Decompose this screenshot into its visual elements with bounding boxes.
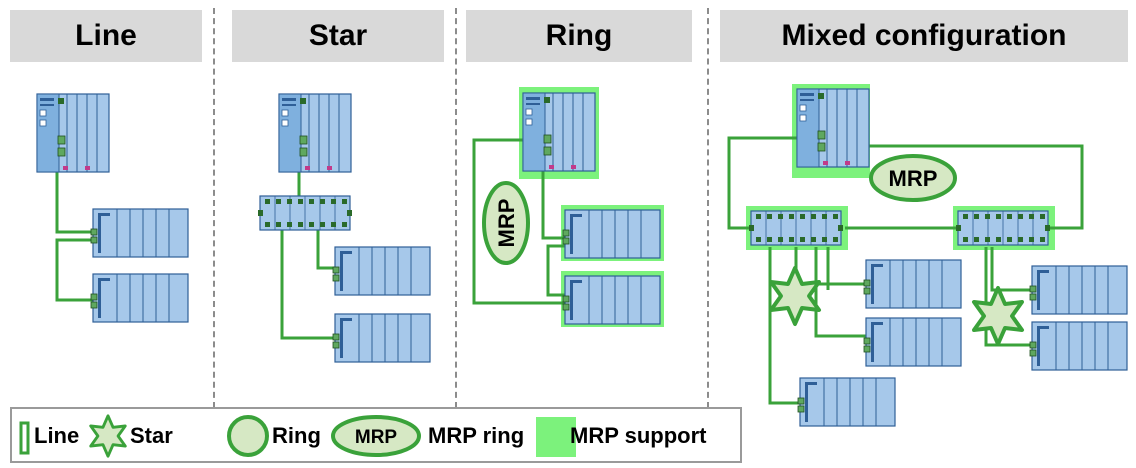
legend-symbols: MRP	[19, 414, 576, 458]
ring-topology: MRP	[472, 87, 664, 327]
ring-cable-3	[546, 244, 565, 297]
line-topology	[36, 93, 189, 323]
ring-controller	[522, 92, 596, 172]
mixed-star-cable-5	[990, 247, 1032, 292]
legend-mrp-badge-text: MRP	[355, 427, 398, 448]
header-mixed: Mixed configuration	[720, 10, 1128, 62]
mixed-mrp-badge-label: MRP	[889, 166, 938, 191]
star-controller	[278, 93, 352, 173]
mixed-io-device-1	[863, 259, 962, 309]
mixed-io-device-4	[1029, 265, 1128, 315]
mixed-star-cable-2	[794, 247, 866, 286]
mixed-io-device-3	[797, 377, 896, 427]
mixed-star-cable-3	[814, 247, 866, 338]
mixed-star-symbol-2	[972, 286, 1024, 346]
legend-ring-symbol	[227, 415, 269, 457]
separator-2	[455, 8, 457, 408]
legend-box: MRP Line Star Ring MRP ring MRP support	[10, 407, 742, 463]
header-ring-label: Ring	[545, 19, 613, 52]
ring-io-device-1	[562, 209, 661, 259]
mixed-ring-cable-right	[815, 144, 1084, 230]
mixed-ring-cable-left	[727, 136, 815, 230]
legend-mrp-support-label: MRP support	[570, 423, 707, 448]
ring-mrp-badge-label: MRP	[494, 199, 519, 248]
mixed-io-device-2	[863, 317, 962, 367]
line-io-device-1	[90, 208, 189, 258]
mixed-switch-2	[955, 210, 1051, 246]
ring-mrp-badge	[482, 181, 530, 265]
star-io-device-2	[332, 313, 431, 363]
header-star-label: Star	[308, 19, 368, 52]
star-cable-2	[280, 228, 338, 340]
legend-line-symbol	[19, 421, 30, 455]
legend-mrp-ring-label: MRP ring	[428, 423, 525, 448]
mixed-controller	[796, 88, 870, 168]
star-io-device-1	[332, 246, 431, 296]
header-ring: Ring	[466, 10, 692, 62]
legend-mrp-ring-symbol	[331, 415, 421, 457]
legend-ring-label: Ring	[272, 423, 321, 448]
ring-cable-2	[541, 148, 565, 240]
legend-star-symbol	[89, 414, 127, 458]
line-controller	[36, 93, 110, 173]
header-line-label: Line	[75, 19, 137, 52]
header-line: Line	[10, 10, 202, 62]
legend-line-label: Line	[34, 423, 80, 448]
mixed-star-symbol-1	[769, 266, 821, 326]
mixed-star-cable-6	[984, 247, 1032, 347]
separator-3	[707, 8, 709, 408]
mixed-switch-1	[748, 210, 844, 246]
star-cable-1	[316, 228, 338, 270]
header-mixed-label: Mixed configuration	[781, 19, 1067, 52]
star-switch	[257, 195, 353, 231]
line-io-device-2	[90, 273, 189, 323]
mixed-io-device-5	[1029, 321, 1128, 371]
ring-cable	[472, 138, 565, 305]
mixed-topology: MRP	[727, 84, 1128, 427]
legend-mrp-support-symbol	[536, 417, 576, 457]
mixed-mrp-badge	[869, 154, 957, 202]
legend-star-label: Star	[130, 423, 173, 448]
header-star: Star	[232, 10, 444, 62]
mixed-star-cable-1	[768, 247, 800, 405]
line-cable-2	[55, 238, 93, 302]
star-topology	[257, 93, 431, 363]
separator-1	[213, 8, 215, 408]
ring-io-device-2	[562, 275, 661, 325]
